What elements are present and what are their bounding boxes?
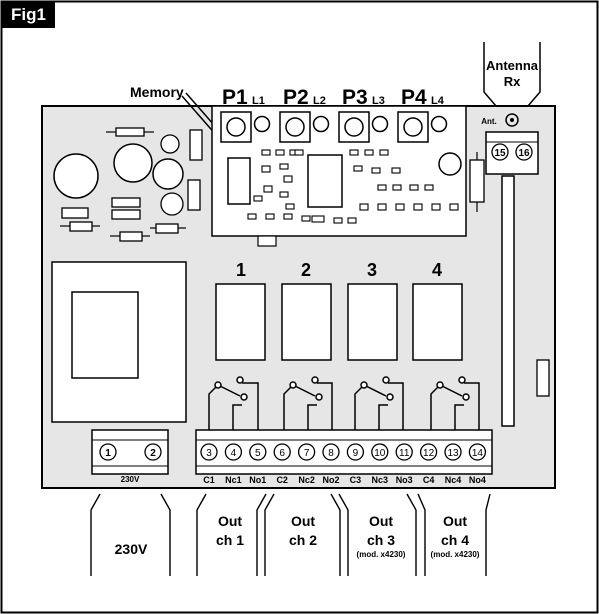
- ant-label: Ant.: [481, 117, 497, 126]
- terminal-label-c1: C1: [203, 475, 215, 485]
- terminal-screw: [444, 443, 462, 461]
- rx-label: Rx: [504, 74, 521, 89]
- button-label-p3: P3: [342, 86, 368, 109]
- led-label-l2: L2: [313, 95, 326, 107]
- led-label-l4: L4: [431, 95, 445, 107]
- terminal-10: 10: [374, 448, 386, 459]
- terminal-label-nc3: Nc3: [372, 475, 389, 485]
- output-leads: [90, 493, 491, 576]
- output-labels: C1 Nc1 No1 C2 Nc2 No2 C3 Nc3 No3 C4 Nc4 No4: [203, 475, 486, 485]
- antenna-label: Antenna: [486, 58, 539, 73]
- out-ch1-line2: ch 1: [216, 532, 244, 548]
- terminal-9: 9: [353, 448, 359, 459]
- terminal-4: 4: [231, 448, 237, 459]
- terminal-label-no2: No2: [322, 475, 339, 485]
- terminal-7: 7: [304, 448, 310, 459]
- terminal-label-nc1: Nc1: [225, 475, 242, 485]
- button-label-p2: P2: [283, 86, 309, 109]
- terminal-label-no3: No3: [396, 475, 413, 485]
- terminal-5: 5: [255, 448, 261, 459]
- terminal-screw: [468, 443, 487, 461]
- relay-contact-3: [354, 376, 404, 430]
- terminal-11: 11: [399, 448, 410, 459]
- terminal-screw: [297, 443, 316, 461]
- relay-3: [347, 283, 398, 361]
- out-ch4-line2: ch 4: [441, 532, 469, 548]
- terminal-screw: [395, 443, 413, 461]
- antenna-wire-left: [483, 42, 497, 107]
- terminal-12: 12: [423, 448, 435, 459]
- out-ch2-line2: ch 2: [289, 532, 317, 548]
- relay-label-4: 4: [432, 260, 442, 280]
- terminal-label-nc2: Nc2: [298, 475, 315, 485]
- relay-1: [215, 283, 266, 361]
- out-ch3-note: (mod. x4230): [357, 550, 406, 559]
- terminal-label-no4: No4: [469, 475, 486, 485]
- relay-2: [281, 283, 332, 361]
- terminal-16: 16: [518, 148, 530, 159]
- relay-label-1: 1: [236, 260, 246, 280]
- terminal-screw: [346, 443, 365, 461]
- push-button-p2: [279, 111, 330, 143]
- relay-4: [412, 283, 463, 361]
- relay-label-3: 3: [367, 260, 377, 280]
- terminal-label-c2: C2: [276, 475, 288, 485]
- antenna-rail: [501, 175, 515, 427]
- terminal-label-no1: No1: [249, 475, 266, 485]
- led-label-l3: L3: [372, 95, 385, 107]
- terminal-screw: [371, 443, 389, 461]
- button-label-p4: P4: [401, 86, 427, 109]
- terminal-label-c3: C3: [350, 475, 362, 485]
- terminal-screw: [224, 443, 243, 461]
- button-label-p1: P1: [222, 86, 248, 109]
- terminal-screw: [273, 443, 291, 461]
- terminal-2: 2: [150, 448, 156, 459]
- terminal-label-nc4: Nc4: [445, 475, 462, 485]
- out-ch2-line1: Out: [291, 513, 315, 529]
- out-ch3-line1: Out: [369, 513, 393, 529]
- push-button-p4: [397, 111, 448, 143]
- terminal-screw: [200, 443, 218, 461]
- memory-chip: [227, 157, 251, 205]
- terminal-screw: [419, 443, 438, 461]
- terminal-8: 8: [328, 448, 334, 459]
- push-button-p1: [220, 111, 271, 143]
- push-button-p3: [338, 111, 389, 143]
- terminal-3: 3: [206, 448, 212, 459]
- relay-contact-4: [430, 376, 480, 430]
- terminal-14: 14: [472, 448, 484, 459]
- out-ch1-line1: Out: [218, 513, 242, 529]
- terminal-label-c4: C4: [423, 475, 435, 485]
- memory-label: Memory: [130, 84, 184, 100]
- terminal-screw: [322, 443, 340, 461]
- out-ch4-note: (mod. x4230): [431, 550, 480, 559]
- terminal-13: 13: [447, 448, 459, 459]
- led-label-l1: L1: [252, 95, 265, 107]
- output-terminal-block: [195, 429, 493, 475]
- antenna-wire-right: [527, 42, 541, 107]
- relay-label-2: 2: [301, 260, 311, 280]
- antenna-screw: [505, 113, 519, 127]
- terminal-15: 15: [494, 148, 506, 159]
- relay-contact-2: [283, 376, 333, 430]
- supply-label: 230V: [115, 541, 148, 557]
- supply-strip-label: 230V: [121, 475, 140, 484]
- output-terminals: 3 4 5 6 7 8 9 10 11 12 13 14: [200, 443, 487, 461]
- terminal-1: 1: [105, 448, 111, 459]
- figure-label: Fig1: [2, 2, 55, 28]
- terminal-screw: [249, 443, 267, 461]
- relay-contact-1: [208, 376, 259, 430]
- terminal-6: 6: [279, 448, 285, 459]
- out-ch4-line1: Out: [443, 513, 467, 529]
- out-ch3-line2: ch 3: [367, 532, 395, 548]
